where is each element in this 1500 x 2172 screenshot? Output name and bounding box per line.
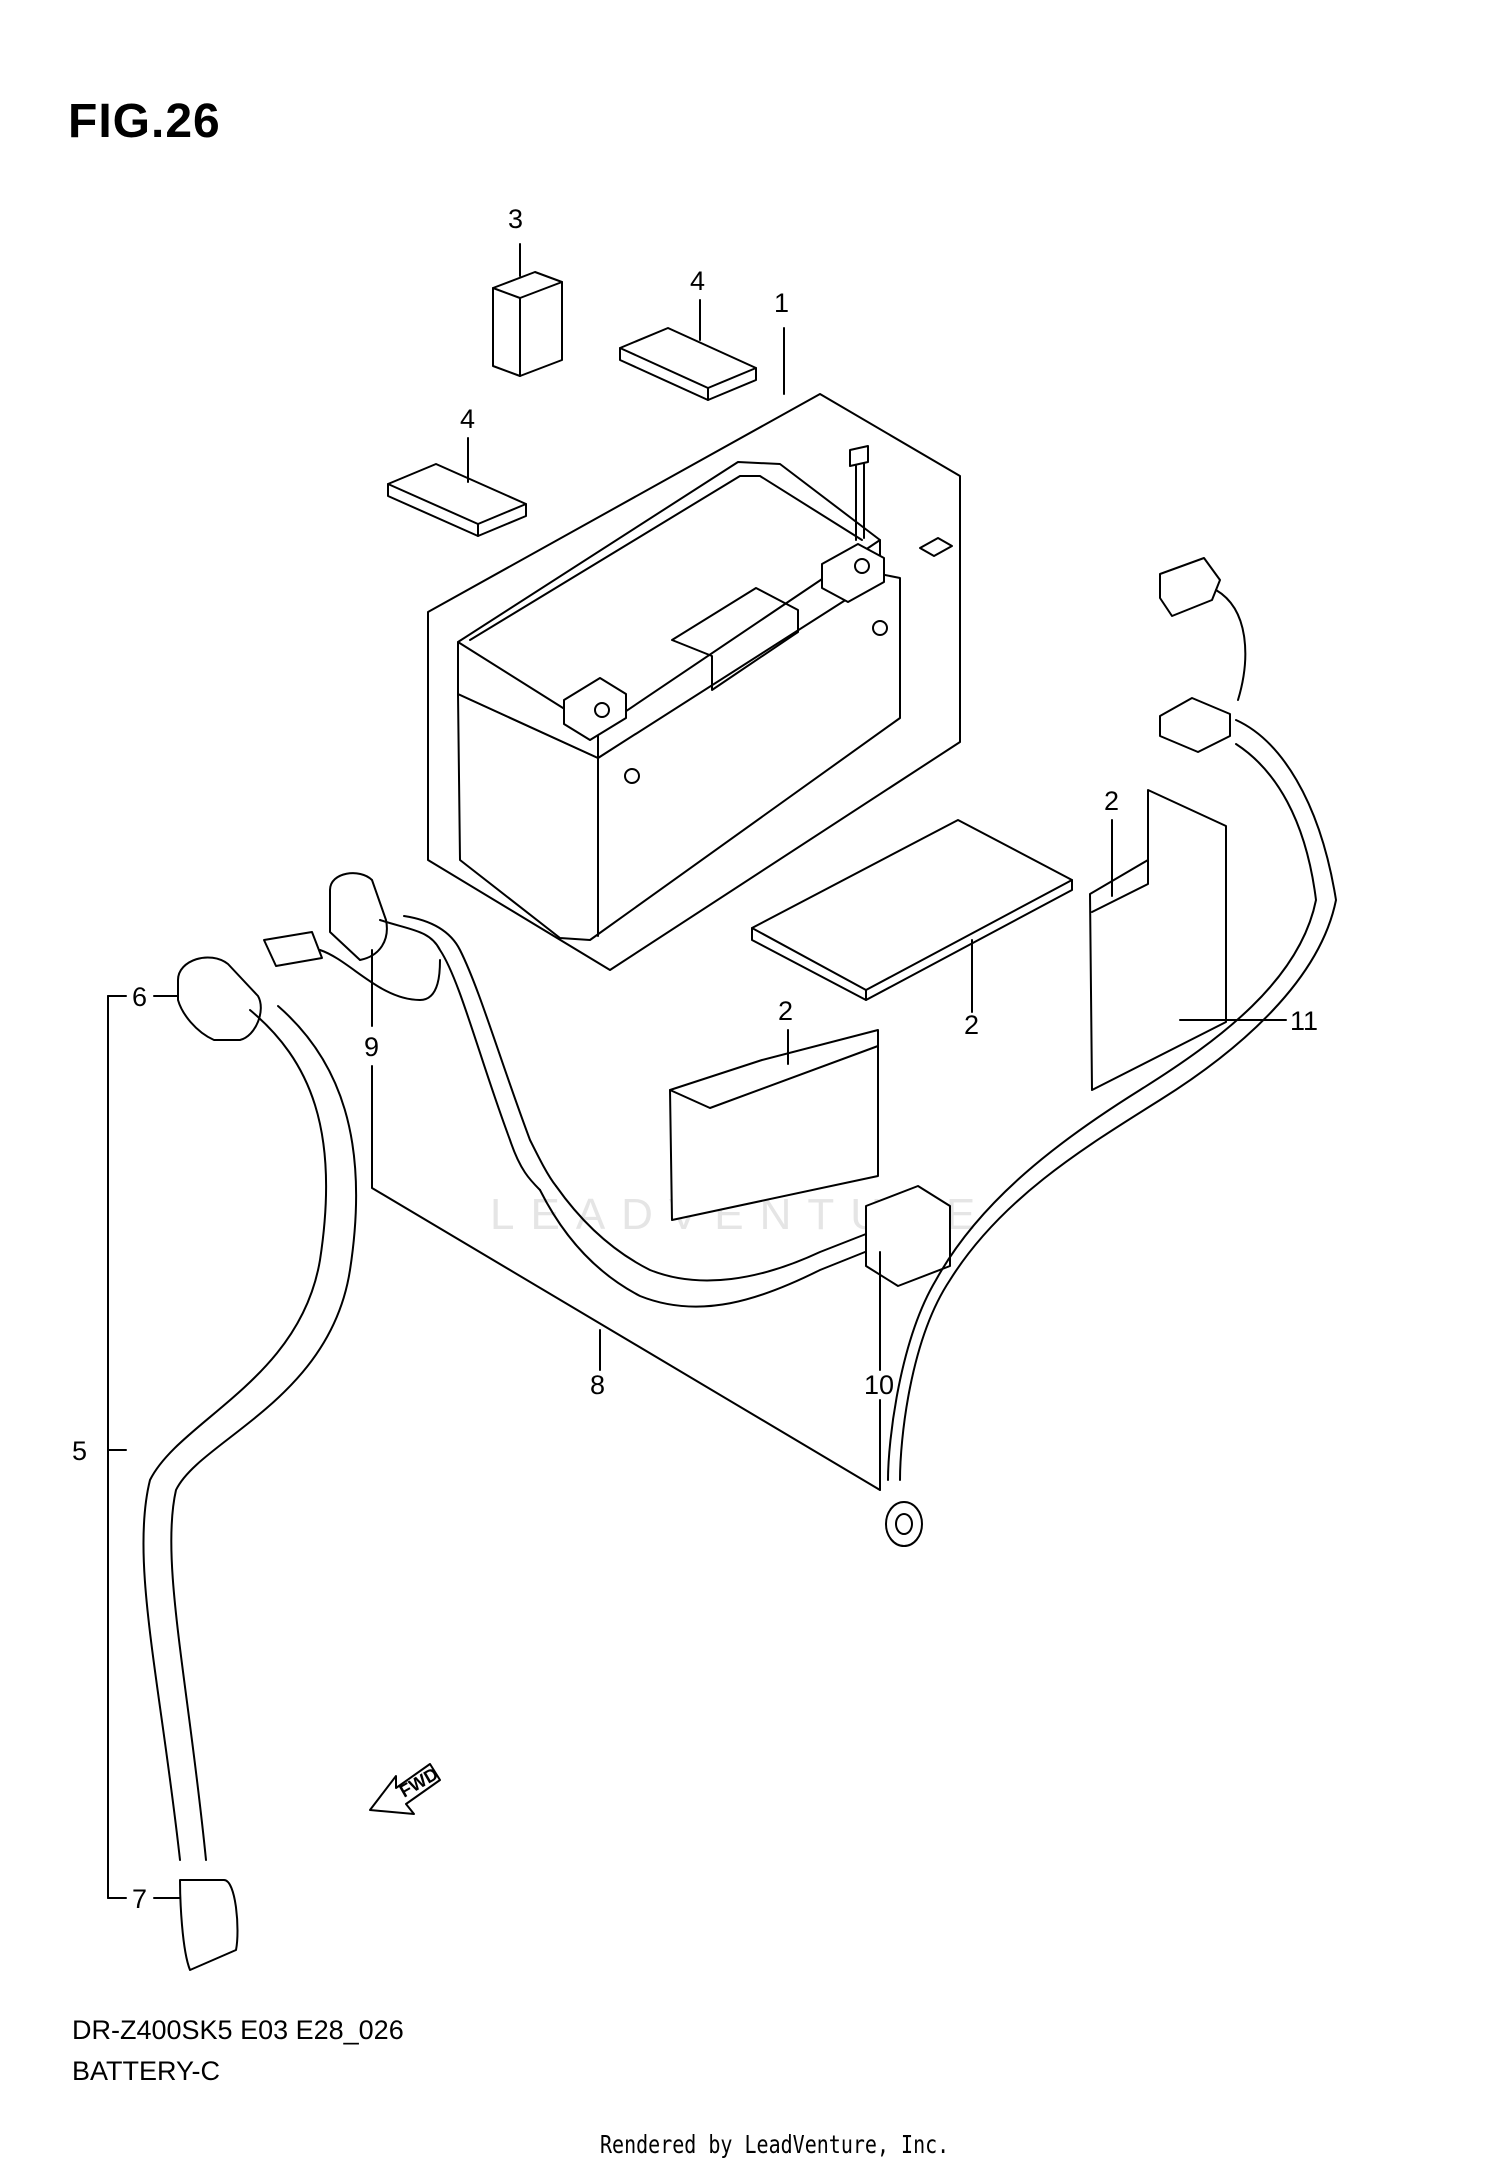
callout-2-side[interactable]: 2 bbox=[1104, 786, 1119, 816]
callout-6[interactable]: 6 bbox=[132, 982, 147, 1012]
callout-3[interactable]: 3 bbox=[508, 204, 523, 234]
callout-1[interactable]: 1 bbox=[774, 288, 789, 318]
part-2-pad-center[interactable] bbox=[669, 1029, 879, 1221]
cable-11[interactable] bbox=[885, 557, 1337, 1547]
figure-title: FIG.26 bbox=[68, 95, 221, 148]
fwd-arrow bbox=[369, 1763, 441, 1815]
battery[interactable] bbox=[457, 445, 953, 941]
part-4-pad-lower[interactable] bbox=[387, 463, 527, 537]
callout-11[interactable]: 11 bbox=[1290, 1006, 1318, 1036]
callout-8[interactable]: 8 bbox=[590, 1370, 605, 1400]
callout-2-bottom[interactable]: 2 bbox=[964, 1010, 979, 1040]
callout-4-upper[interactable]: 4 bbox=[690, 266, 705, 296]
leader-lines bbox=[107, 243, 1287, 1899]
part-2-pad-bottom[interactable] bbox=[751, 819, 1073, 1001]
model-code: DR-Z400SK5 E03 E28_026 bbox=[72, 2015, 404, 2045]
cable-5[interactable] bbox=[142, 956, 358, 1971]
section-title: BATTERY-C bbox=[72, 2056, 221, 2086]
callout-9[interactable]: 9 bbox=[364, 1032, 379, 1062]
callout-4-lower[interactable]: 4 bbox=[460, 404, 475, 434]
part-4-pad-upper[interactable] bbox=[619, 327, 757, 401]
footer-credit: Rendered by LeadVenture, Inc. bbox=[600, 2130, 950, 2159]
part-3-spacer[interactable] bbox=[492, 271, 563, 377]
callout-5[interactable]: 5 bbox=[72, 1436, 87, 1466]
part-2-pad-side[interactable] bbox=[1089, 789, 1227, 1091]
part-1-frame bbox=[427, 393, 961, 971]
callout-7[interactable]: 7 bbox=[132, 1884, 147, 1914]
cable-8[interactable] bbox=[263, 872, 951, 1308]
callout-2-center[interactable]: 2 bbox=[778, 996, 793, 1026]
callout-10[interactable]: 10 bbox=[864, 1370, 894, 1400]
